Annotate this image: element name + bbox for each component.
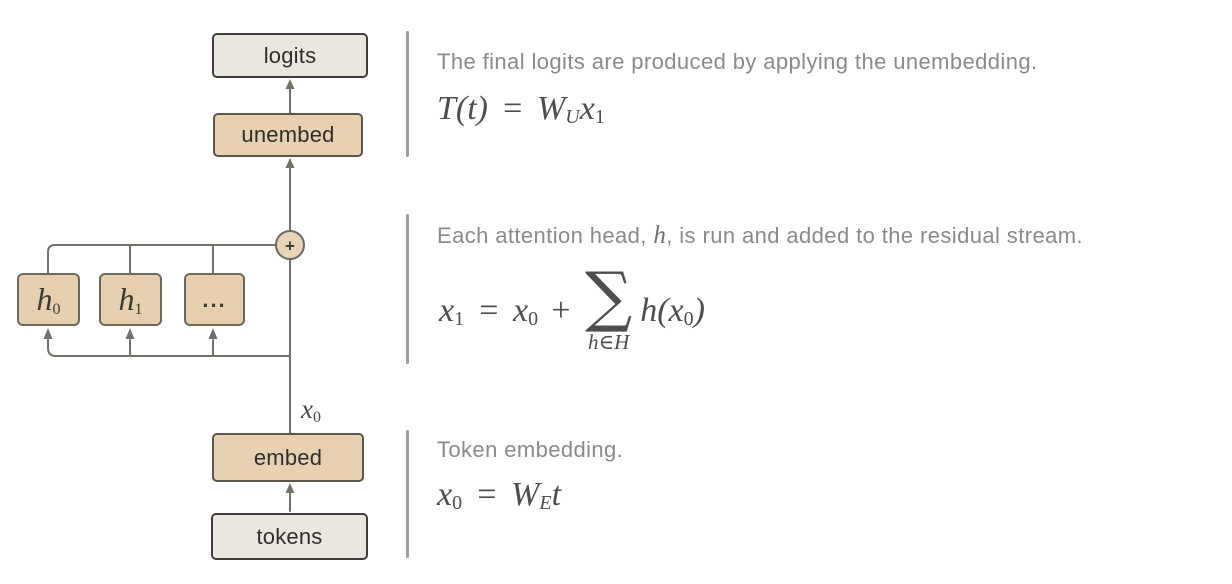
attn-head-0-node: h0 (17, 273, 80, 326)
attn-head-1-label: h1 (118, 281, 143, 319)
tokens-label: tokens (256, 523, 323, 549)
arrowhead-into-logits (285, 79, 295, 89)
attn-head-0-label: h0 (36, 281, 61, 319)
equation-unembedding: T(t)=WUx1 (437, 90, 605, 129)
attn-head-more-node: ... (184, 273, 245, 326)
embed-node: embed (212, 433, 364, 482)
attn-head-1-node: h1 (99, 273, 162, 326)
unembed-node: unembed (213, 113, 363, 157)
arrowhead-into-head0 (43, 328, 53, 339)
equation-attention: x1=x0+ ∑h∈H h(x0) (439, 258, 705, 354)
arrowhead-into-unembed (285, 158, 295, 168)
arrowhead-into-head-more (208, 328, 218, 339)
tokens-node: tokens (211, 513, 368, 560)
residual-add-circle (275, 230, 305, 260)
wire-x0-label: x0 (301, 394, 321, 427)
logits-label: logits (263, 42, 317, 68)
description-embedding: Token embedding. (437, 437, 624, 462)
arrowhead-into-head1 (125, 328, 135, 339)
wire-top-bus (47, 244, 276, 274)
equation-embedding: x0=WEt (437, 476, 562, 515)
description-unembedding: The final logits are produced by applyin… (437, 49, 1038, 74)
embed-label: embed (253, 444, 323, 470)
ellipsis-label: ... (202, 286, 227, 312)
unembed-label: unembed (241, 122, 335, 147)
sigma-icon: ∑ (585, 258, 633, 336)
section-divider-embedding (406, 430, 409, 558)
logits-node: logits (212, 33, 368, 78)
wire-bottom-bus (47, 339, 291, 357)
description-attention: Each attention head, h, is run and added… (437, 222, 1083, 249)
summation-operator: ∑h∈H (585, 258, 633, 354)
section-divider-attention (406, 214, 409, 364)
plus-icon: + (285, 237, 295, 256)
arrowheads (43, 79, 295, 493)
section-divider-unembedding (406, 31, 409, 157)
arrowhead-into-embed (285, 483, 295, 493)
